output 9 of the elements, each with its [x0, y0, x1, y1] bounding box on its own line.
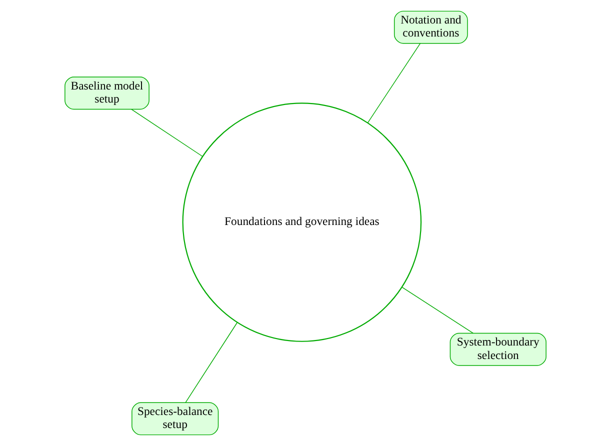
node-box: Notation and conventions — [394, 10, 468, 44]
node-box: System-boundary selection — [450, 332, 546, 366]
connector — [131, 108, 203, 157]
node-box: Baseline model setup — [64, 76, 150, 110]
node-circle: Foundations and governing ideas — [182, 102, 422, 342]
connector — [367, 43, 421, 124]
node-box: Species-balance setup — [132, 402, 219, 436]
connector — [402, 286, 474, 334]
connector — [185, 322, 238, 403]
